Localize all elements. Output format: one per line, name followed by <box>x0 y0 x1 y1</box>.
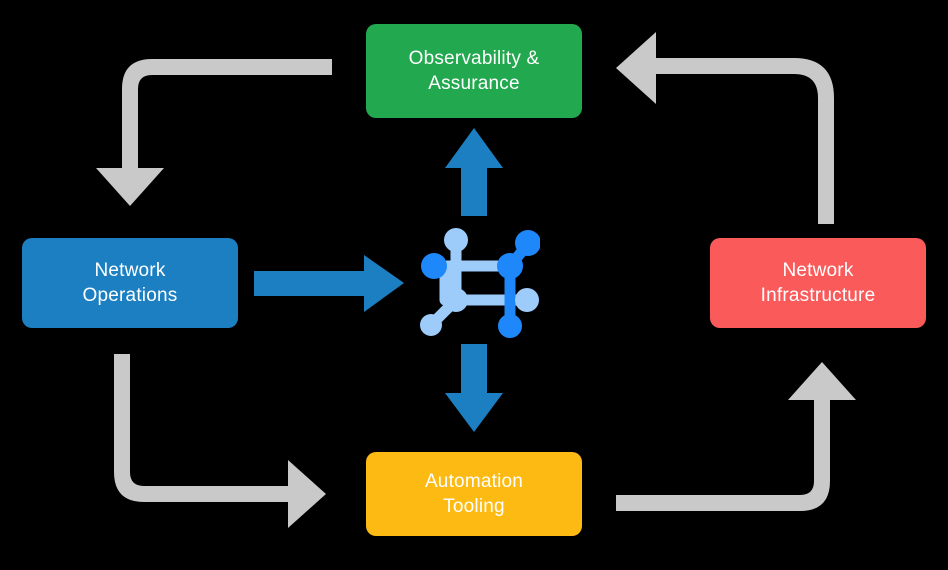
node-label-automation-tooling: Automation Tooling <box>424 470 524 517</box>
arrow-network-infrastructure-to-observability <box>616 32 834 224</box>
topology-nodes-secondary <box>420 228 539 336</box>
node-label-network-infrastructure: Network Infrastructure <box>760 259 876 306</box>
arrow-automation-tooling-to-network-infrastructure <box>616 362 856 511</box>
node-box-network-infrastructure[interactable]: Network Infrastructure <box>710 238 926 328</box>
topology-nodes-primary <box>421 230 540 338</box>
node-label-network-operations: Network Operations <box>82 259 178 306</box>
node-box-network-operations[interactable]: Network Operations <box>22 238 238 328</box>
arrow-network-operations-to-automation-tooling <box>114 354 326 528</box>
node-label-observability: Observability & Assurance <box>408 47 540 94</box>
arrow-center-to-observability <box>445 128 503 216</box>
node-box-automation-tooling[interactable]: Automation Tooling <box>366 452 582 536</box>
arrow-network-operations-to-center <box>254 255 404 312</box>
network-topology-icon <box>420 228 540 338</box>
node-box-observability[interactable]: Observability & Assurance <box>366 24 582 118</box>
arrow-center-to-automation-tooling <box>445 344 503 432</box>
arrow-observability-to-network-operations <box>96 59 332 206</box>
